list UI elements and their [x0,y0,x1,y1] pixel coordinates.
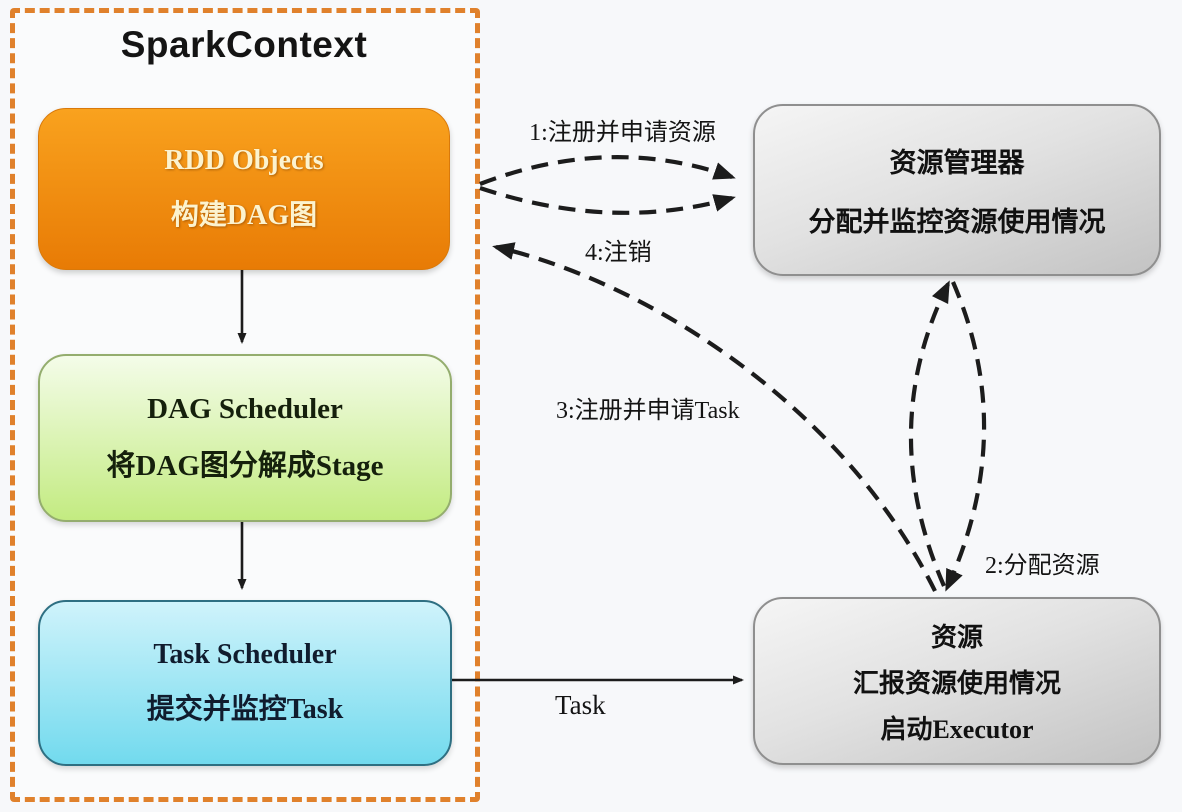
arrow-register-apply-resource-lower [479,186,736,215]
edge-label-task: Task [555,690,606,720]
dag-scheduler-sublabel: 将DAG图分解成Stage [106,449,384,482]
resource-manager-label: 资源管理器 [889,148,1025,178]
dag-scheduler-label: DAG Scheduler [147,392,343,425]
arrow-register-apply-resource-upper [479,155,736,186]
rdd-objects-label: RDD Objects [164,145,324,176]
sparkcontext-title: SparkContext [120,24,368,65]
dag-scheduler-node: DAG Scheduler 将DAG图分解成Stage [38,354,452,522]
task-scheduler-sublabel: 提交并监控Task [146,694,344,725]
resource-manager-sublabel: 分配并监控资源使用情况 [808,207,1106,237]
rdd-objects-sublabel: 构建DAG图 [170,200,318,231]
task-scheduler-label: Task Scheduler [153,639,337,670]
resource-manager-node: 资源管理器 分配并监控资源使用情况 [753,104,1161,276]
resource-report-sublabel: 汇报资源使用情况 [852,668,1061,698]
arrow-allocate-resource-down [945,281,987,592]
resource-label: 资源 [930,622,983,652]
rdd-objects-node: RDD Objects 构建DAG图 [38,108,450,270]
arrow-resource-report-up [908,280,950,587]
resource-executor-sublabel: 启动Executor [880,714,1034,744]
edge-label-allocate-resource: 2:分配资源 [985,553,1100,579]
resource-node: 资源 汇报资源使用情况 启动Executor [753,597,1161,765]
task-scheduler-node: Task Scheduler 提交并监控Task [38,600,452,766]
edge-label-unregister: 4:注销 [585,240,652,266]
edge-label-register-apply-resource: 1:注册并申请资源 [529,120,716,146]
edge-label-register-apply-task: 3:注册并申请Task [556,398,740,424]
